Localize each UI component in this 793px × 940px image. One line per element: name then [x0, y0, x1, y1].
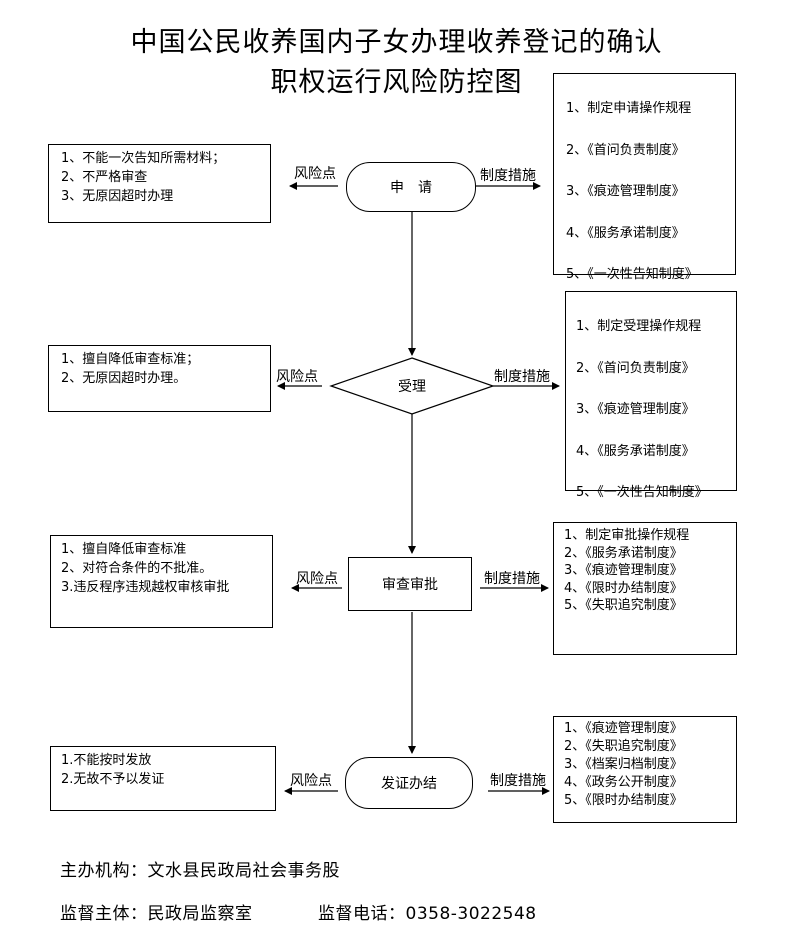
measure-item: 5、《失职追究制度》 [564, 598, 683, 613]
risk-label-apply: 风险点 [294, 166, 336, 182]
measure-label-issue: 制度措施 [490, 773, 546, 789]
measure-item: 5、《限时办结制度》 [564, 793, 683, 808]
measure-box-apply: 1、制定申请操作规程 2、《首问负责制度》 3、《痕迹管理制度》 4、《服务承诺… [553, 73, 736, 282]
measure-item: 2、《首问负责制度》 [576, 360, 695, 376]
risk-item: 2、无原因超时办理。 [61, 371, 187, 386]
risk-label-review: 风险点 [296, 571, 338, 587]
measure-item: 1、制定申请操作规程 [566, 101, 692, 116]
risk-item: 3.违反程序违规越权审核审批 [61, 580, 230, 595]
measure-item: 2、《服务承诺制度》 [564, 545, 683, 561]
risk-item: 2、对符合条件的不批准。 [61, 561, 213, 576]
footer-phone: 监督电话：0358-3022548 [318, 904, 537, 924]
measure-box-accept: 1、制定受理操作规程 2、《首问负责制度》 3、《痕迹管理制度》 4、《服务承诺… [565, 291, 737, 500]
measure-item: 3、《痕迹管理制度》 [576, 402, 695, 417]
risk-label-issue: 风险点 [290, 773, 332, 789]
measure-item: 4、《限时办结制度》 [564, 580, 683, 596]
step-review-node: 审查审批 [348, 557, 472, 611]
risk-label-accept: 风险点 [276, 369, 318, 385]
risk-box-accept: 1、擅自降低审查标准； 2、无原因超时办理。 [48, 345, 271, 412]
step-issue-node: 发证办结 [345, 757, 473, 809]
step-apply-node: 申 请 [346, 162, 476, 212]
measure-item: 1、制定受理操作规程 [576, 319, 702, 334]
risk-box-apply: 1、不能一次告知所需材料； 2、不严格审查 3、无原因超时办理 [48, 144, 271, 223]
measure-item: 3、《痕迹管理制度》 [566, 184, 685, 199]
measure-item: 3、《痕迹管理制度》 [564, 563, 683, 578]
risk-box-issue: 1.不能按时发放 2.无故不予以发证 [50, 746, 276, 811]
measure-item: 3、《档案归档制度》 [564, 757, 683, 772]
measure-item: 5、《一次性告知制度》 [566, 267, 698, 282]
measure-item: 4、《服务承诺制度》 [576, 443, 695, 459]
measure-item: 1、《痕迹管理制度》 [564, 721, 683, 736]
measure-item: 4、《服务承诺制度》 [566, 225, 685, 241]
step-accept-label: 受理 [398, 379, 426, 395]
measure-item: 1、制定审批操作规程 [564, 528, 690, 543]
risk-item: 1、擅自降低审查标准； [61, 352, 200, 367]
diagram-title-line2: 职权运行风险防控图 [270, 67, 523, 98]
risk-item: 1、擅自降低审查标准 [61, 542, 187, 557]
decision-diamond [329, 357, 495, 415]
measure-label-accept: 制度措施 [494, 369, 550, 385]
measure-label-apply: 制度措施 [480, 168, 536, 184]
measure-item: 4、《政务公开制度》 [564, 775, 683, 790]
risk-item: 2.无故不予以发证 [61, 772, 165, 787]
diagram-title-line1: 中国公民收养国内子女办理收养登记的确认 [130, 27, 663, 58]
risk-item: 1、不能一次告知所需材料； [61, 151, 226, 166]
measure-item: 5、《一次性告知制度》 [576, 485, 708, 500]
footer-organizer: 主办机构：文水县民政局社会事务股 [60, 861, 340, 881]
risk-item: 2、不严格审查 [61, 170, 148, 185]
measure-label-review: 制度措施 [484, 571, 540, 587]
measure-box-review: 1、制定审批操作规程 2、《服务承诺制度》 3、《痕迹管理制度》 4、《限时办结… [553, 522, 737, 655]
risk-item: 3、无原因超时办理 [61, 189, 174, 204]
measure-box-issue: 1、《痕迹管理制度》 2、《失职追究制度》 3、《档案归档制度》 4、《政务公开… [553, 716, 737, 823]
measure-item: 2、《失职追究制度》 [564, 739, 683, 754]
risk-item: 1.不能按时发放 [61, 753, 152, 768]
footer-supervisor: 监督主体：民政局监察室 [60, 904, 253, 924]
risk-box-review: 1、擅自降低审查标准 2、对符合条件的不批准。 3.违反程序违规越权审核审批 [50, 535, 273, 628]
measure-item: 2、《首问负责制度》 [566, 142, 685, 158]
